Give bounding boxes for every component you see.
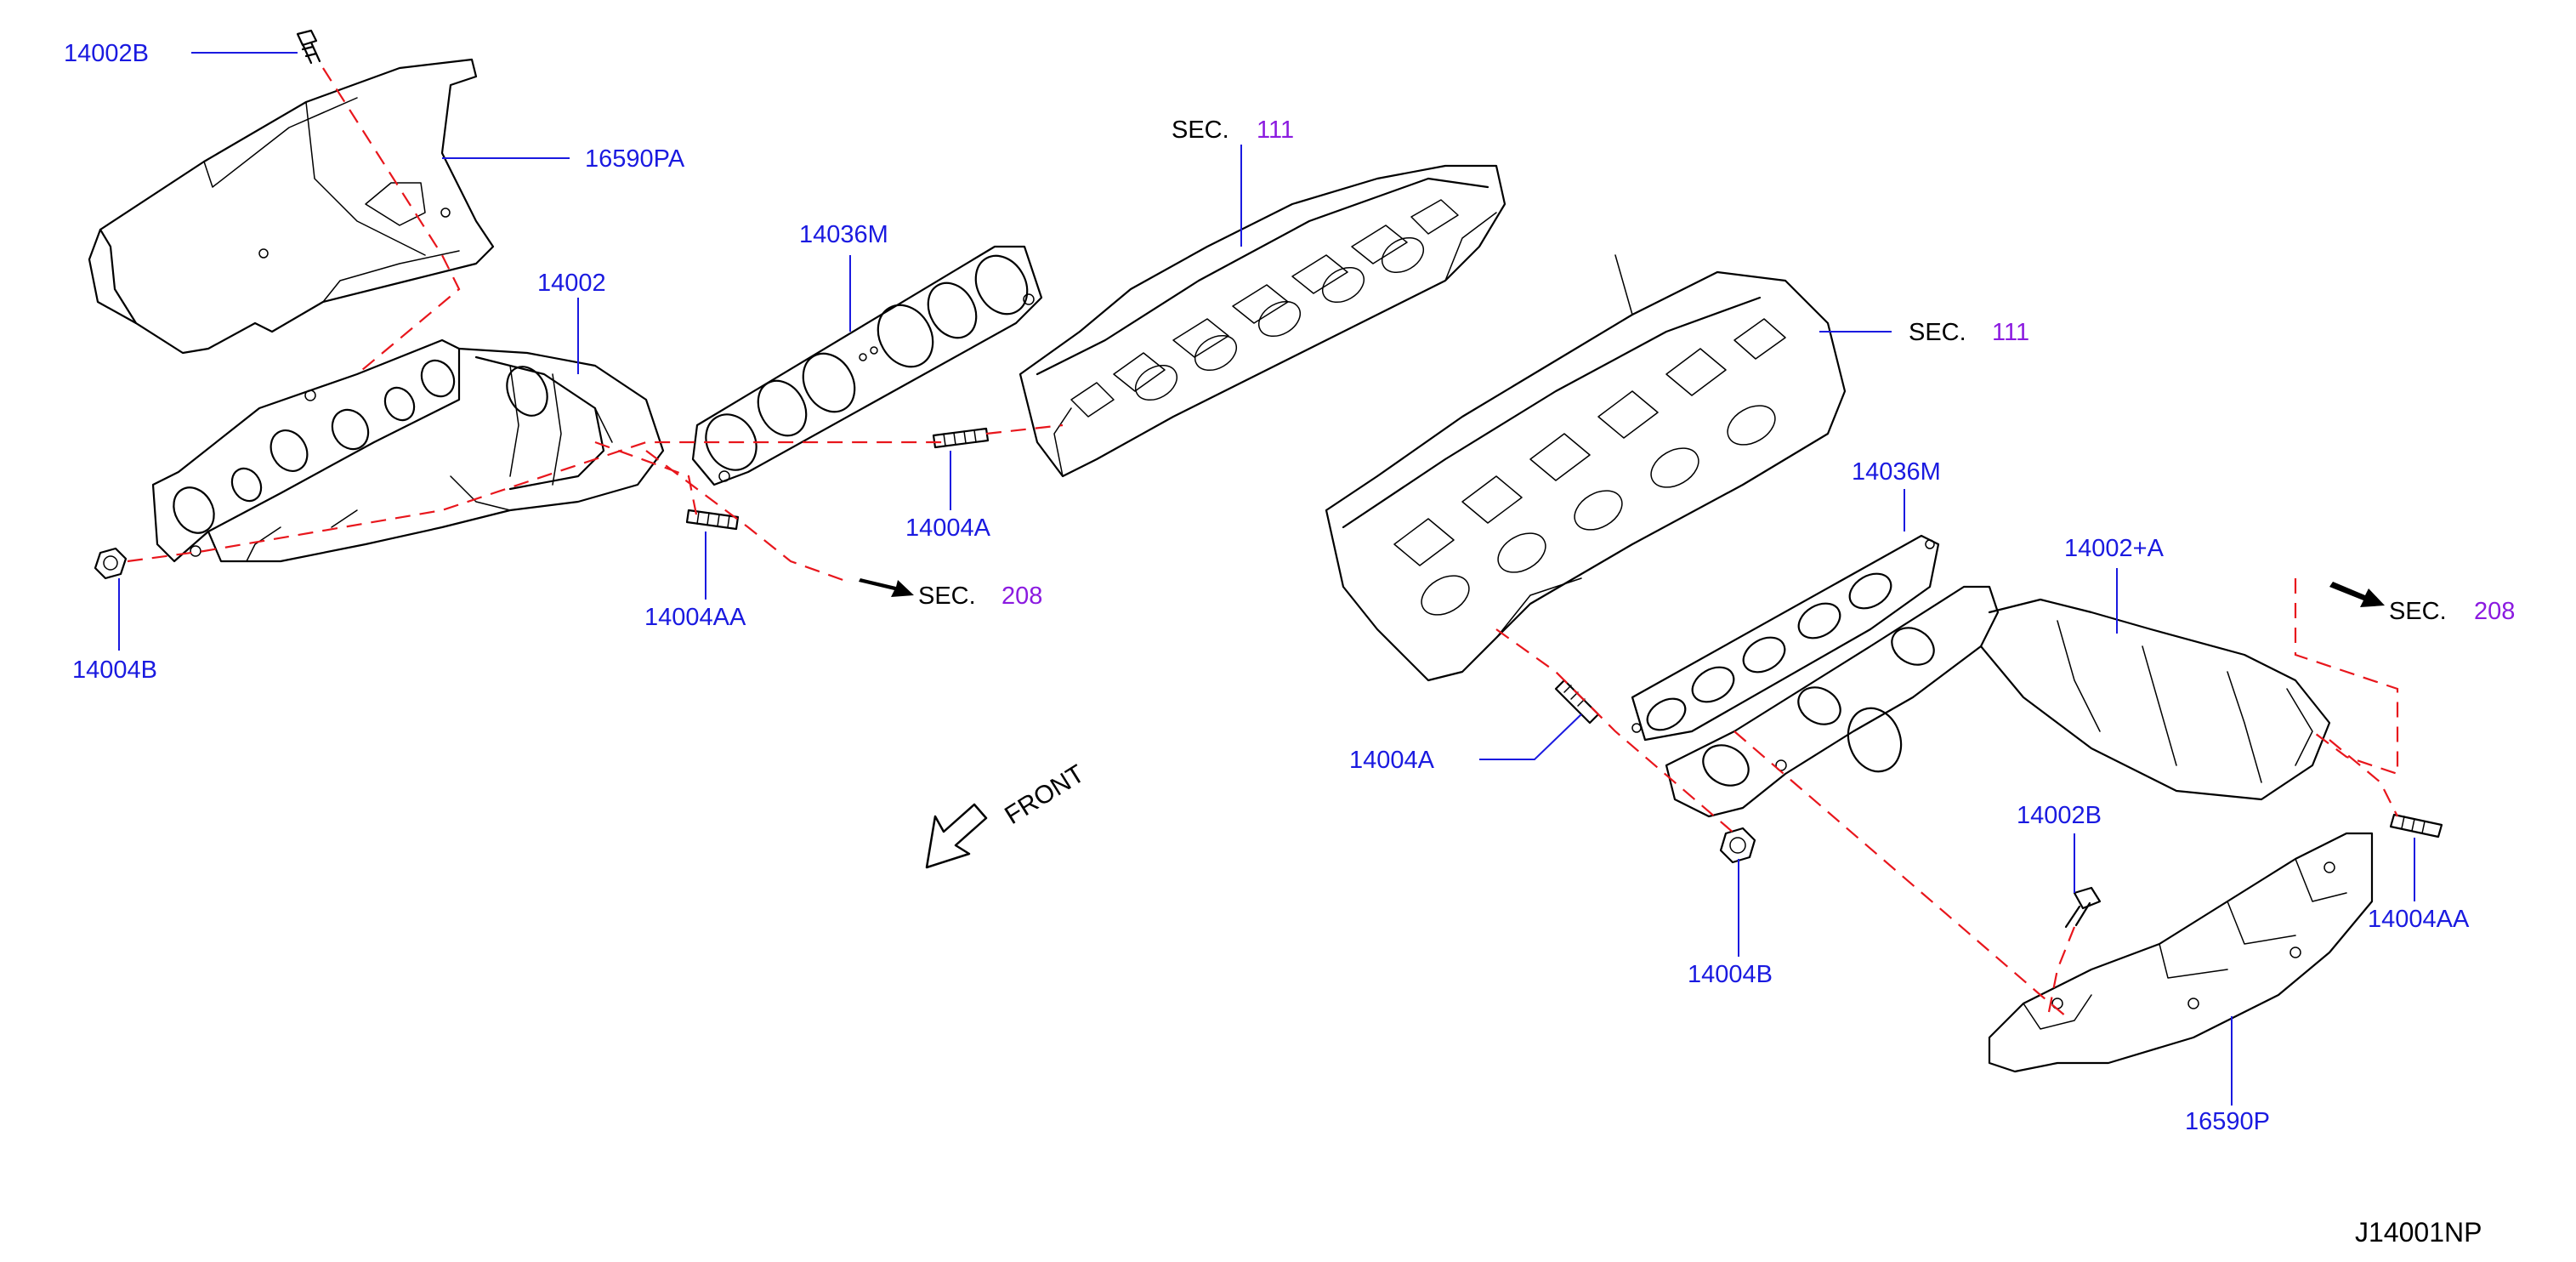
sec-prefix-208-left: SEC. [918,583,976,610]
cylinder-head-sec111-right-drawing [1325,254,1847,682]
sec-111-right: 111 [1992,319,2029,346]
callout-14004aa-left: 14004AA [644,604,746,631]
sec-prefix-208-right: SEC. [2389,598,2447,625]
gasket-14036m-right-drawing [1631,534,1940,742]
callout-16590p: 16590P [2185,1108,2270,1135]
callout-16590pa: 16590PA [585,145,685,173]
front-arrow [925,803,988,869]
phantom-lines [127,67,2399,1017]
bolt-14002b-left-drawing [296,29,321,65]
diagram-code: J14001NP [2355,1217,2482,1248]
callout-14036m-right: 14036M [1852,458,1941,486]
callout-14004a-left: 14004A [905,514,991,542]
callout-14004aa-right: 14004AA [2368,906,2470,933]
bolt-14002b-right-drawing [2064,886,2102,929]
sec-111-top: 111 [1257,117,1294,144]
section-208-arrow-right [2329,582,2385,607]
leader-lines [118,52,2415,1106]
section-208-arrow-left [859,578,914,597]
callout-14002: 14002 [537,270,606,297]
sec-prefix-top: SEC. [1172,117,1229,144]
callout-14002b-right: 14002B [2017,802,2102,829]
nut-14004b-right-drawing [1719,827,1756,864]
callout-14002b-left: 14002B [64,40,149,67]
callout-14004a-right: 14004A [1349,747,1435,774]
callout-14002a: 14002+A [2064,535,2165,562]
nut-14004b-left-drawing [94,547,128,580]
sec-prefix-right: SEC. [1909,319,1966,346]
heat-insulator-16590pa-drawing [88,58,495,355]
cylinder-head-sec111-top-drawing [1018,164,1506,478]
stud-14004aa-right-drawing [2389,813,2443,838]
heat-insulator-16590p-drawing [1988,832,2374,1073]
front-label: FRONT [1000,759,1089,830]
stud-14004a-right-drawing [1554,679,1600,725]
callout-14036m-left: 14036M [799,221,888,248]
exhaust-manifold-14002-drawing [151,338,665,563]
stud-14004aa-left-drawing [685,509,740,531]
callout-14004b-right: 14004B [1688,961,1773,988]
sec-208-right: 208 [2474,598,2515,625]
exhaust-manifold-14002a-drawing [1665,585,2331,818]
gasket-14036m-left-drawing [691,245,1043,486]
stud-14004a-left-drawing [932,427,990,449]
sec-208-left: 208 [1001,583,1042,610]
callout-14004b-left: 14004B [72,657,157,684]
